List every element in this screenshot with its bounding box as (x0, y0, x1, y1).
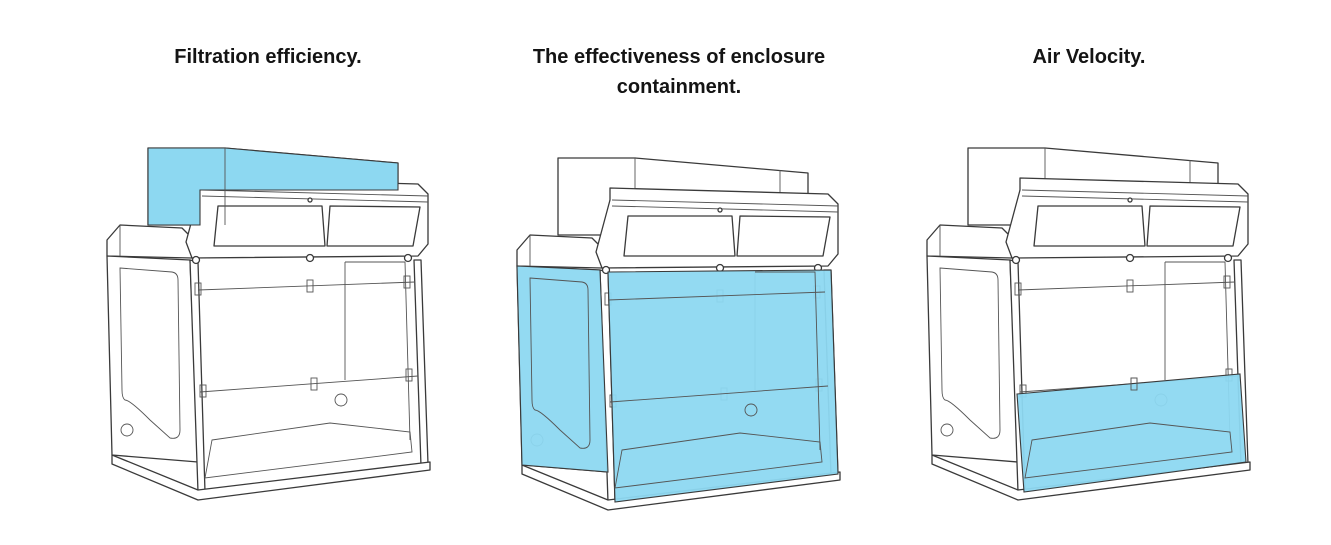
highlight-filter-housing (147, 147, 399, 226)
cabinet-filtration (106, 147, 431, 501)
panel-title-containment: The effectiveness of enclosure containme… (532, 46, 826, 98)
highlight-side-panel (516, 265, 609, 473)
panel-title-filtration: Filtration efficiency. (174, 46, 362, 68)
highlight-work-opening (1016, 373, 1247, 493)
cabinet-air-velocity (926, 147, 1251, 501)
cabinet-containment (516, 157, 841, 511)
panel-title-air-velocity: Air Velocity. (1032, 46, 1146, 68)
highlight-front-enclosure (607, 269, 839, 503)
